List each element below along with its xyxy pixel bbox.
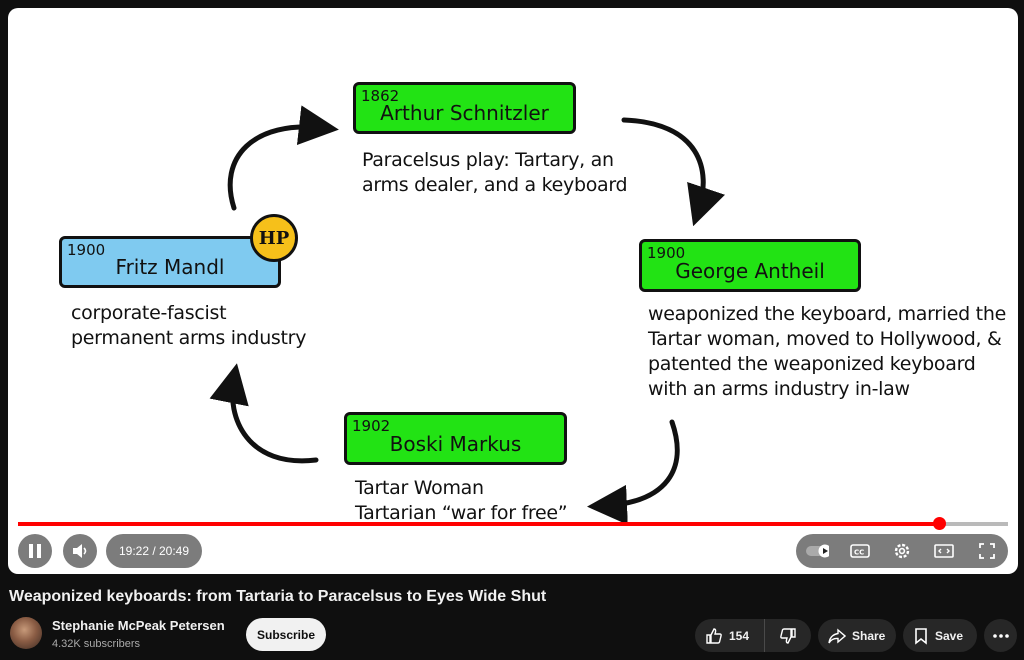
more-actions-button[interactable] [984, 619, 1017, 652]
settings-gear-icon [893, 542, 911, 560]
hp-logo-icon: HP [250, 214, 298, 262]
scrubber-handle[interactable] [933, 517, 946, 530]
arrow-markus-to-mandl [232, 378, 316, 461]
node-name: George Antheil [642, 259, 858, 283]
pause-button[interactable] [18, 534, 52, 568]
volume-button[interactable] [63, 534, 97, 568]
like-dislike-group: 154 [695, 619, 811, 652]
pause-icon [28, 543, 42, 559]
time-display: 19:22 / 20:49 [106, 534, 202, 568]
like-button[interactable]: 154 [695, 619, 765, 652]
player-right-controls: CC [796, 534, 1008, 568]
arrow-mandl-to-schnitzler [230, 127, 324, 208]
arrow-antheil-to-markus [602, 422, 677, 506]
progress-bar[interactable] [18, 522, 1008, 526]
settings-button[interactable] [890, 539, 914, 563]
node-desc-schnitzler: Paracelsus play: Tartary, an arms dealer… [362, 148, 627, 198]
fullscreen-button[interactable] [975, 539, 999, 563]
node-antheil: 1900 George Antheil [639, 239, 861, 292]
miniplayer-button[interactable] [932, 539, 956, 563]
channel-name[interactable]: Stephanie McPeak Petersen [52, 618, 225, 633]
save-label: Save [935, 629, 963, 643]
volume-icon [71, 543, 89, 559]
share-label: Share [852, 629, 885, 643]
video-frame: 1862 Arthur Schnitzler Paracelsus play: … [8, 8, 1018, 574]
subscribe-button[interactable]: Subscribe [246, 618, 326, 651]
save-button[interactable]: Save [903, 619, 977, 652]
captions-icon: CC [850, 543, 870, 559]
subscriber-count: 4.32K subscribers [52, 638, 140, 650]
video-title: Weaponized keyboards: from Tartaria to P… [9, 588, 546, 606]
share-icon [828, 628, 846, 644]
thumbs-up-icon [705, 627, 723, 645]
fullscreen-icon [978, 542, 996, 560]
autoplay-toggle[interactable] [805, 539, 829, 563]
node-desc-antheil: weaponized the keyboard, married the Tar… [648, 302, 1006, 402]
svg-text:CC: CC [854, 549, 864, 557]
progress-played [18, 522, 939, 526]
like-count: 154 [729, 629, 749, 643]
more-horizontal-icon [993, 634, 1009, 638]
node-desc-mandl: corporate-fascist permanent arms industr… [71, 301, 306, 351]
node-desc-markus: Tartar Woman Tartarian “war for free” [355, 476, 567, 526]
video-player[interactable]: 1862 Arthur Schnitzler Paracelsus play: … [8, 8, 1018, 574]
node-name: Boski Markus [347, 432, 564, 456]
miniplayer-icon [934, 543, 954, 559]
node-name: Fritz Mandl [62, 255, 278, 279]
captions-button[interactable]: CC [848, 539, 872, 563]
channel-avatar[interactable] [10, 617, 42, 649]
thumbs-down-icon [779, 627, 797, 645]
node-mandl: 1900 Fritz Mandl [59, 236, 281, 288]
node-name: Arthur Schnitzler [356, 101, 573, 125]
dislike-button[interactable] [765, 619, 810, 652]
node-markus: 1902 Boski Markus [344, 412, 567, 465]
share-button[interactable]: Share [818, 619, 896, 652]
arrow-schnitzler-to-antheil [624, 120, 703, 212]
node-schnitzler: 1862 Arthur Schnitzler [353, 82, 576, 134]
autoplay-toggle-icon [805, 544, 829, 558]
bookmark-icon [913, 627, 929, 645]
